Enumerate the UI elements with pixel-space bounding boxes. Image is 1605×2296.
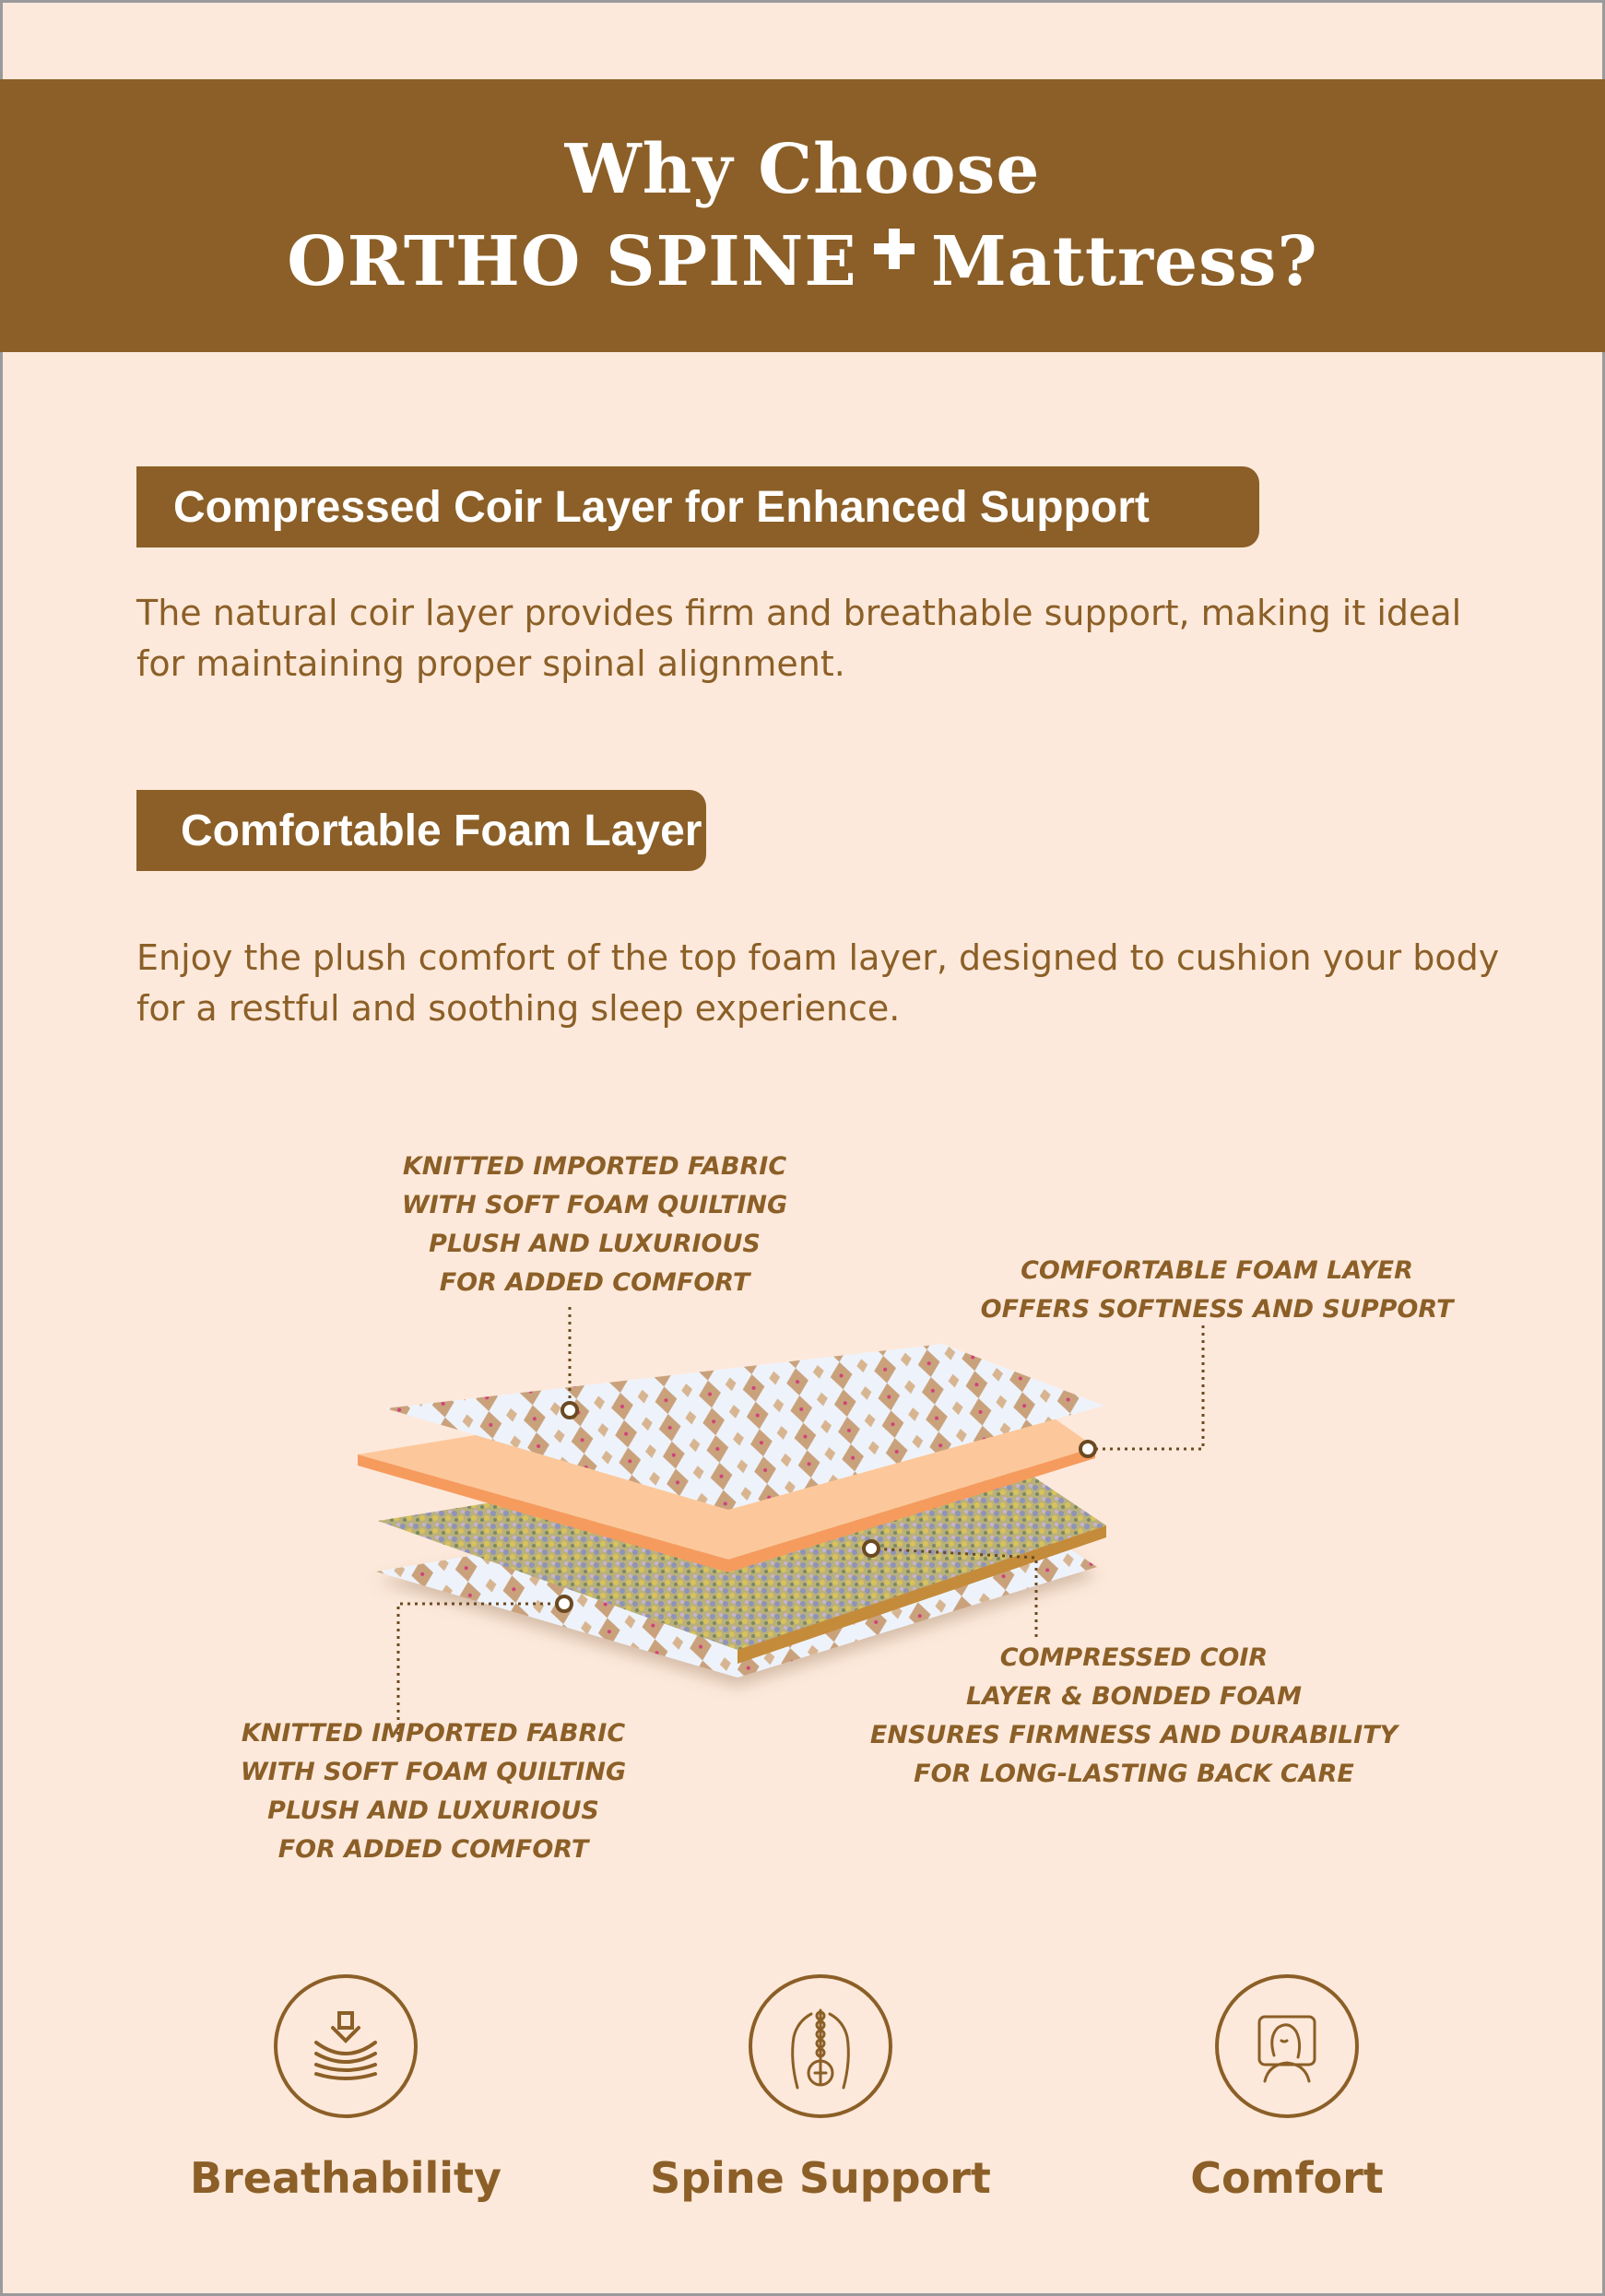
breathability-icon xyxy=(274,1974,418,2118)
text-line: for a restful and soothing sleep experie… xyxy=(136,988,901,1029)
feature-label: Breathability xyxy=(190,2153,502,2203)
section-text-coir: The natural coir layer provides firm and… xyxy=(136,588,1482,689)
coir-layer xyxy=(378,1427,1106,1650)
text-line: for maintaining proper spinal alignment. xyxy=(136,643,845,684)
foam-layer-left-edge xyxy=(358,1454,728,1572)
text-line: The natural coir layer provides firm and… xyxy=(136,593,1462,633)
section-tag-foam: Comfortable Foam Layer xyxy=(136,790,706,871)
callout-dot-coir xyxy=(862,1539,880,1558)
callout-line: ENSURES FIRMNESS AND DURABILITY xyxy=(869,1721,1398,1749)
callout-top-fabric: KNITTED IMPORTED FABRIC WITH SOFT FOAM Q… xyxy=(369,1148,820,1302)
feature-label: Comfort xyxy=(1190,2153,1384,2203)
callout-line: PLUSH AND LUXURIOUS xyxy=(429,1230,761,1258)
plus-icon xyxy=(873,229,915,269)
foam-layer xyxy=(358,1355,1095,1560)
callout-line: KNITTED IMPORTED FABRIC xyxy=(241,1719,626,1748)
feature-label: Spine Support xyxy=(650,2153,991,2203)
callout-line: FOR ADDED COMFORT xyxy=(277,1835,589,1864)
section-tag-coir: Compressed Coir Layer for Enhanced Suppo… xyxy=(136,466,1259,548)
callout-line: FOR ADDED COMFORT xyxy=(439,1268,750,1297)
top-fabric-layer xyxy=(385,1344,1104,1510)
header-title-line2: ORTHO SPINE Mattress? xyxy=(287,216,1318,308)
header-banner: Why Choose ORTHO SPINE Mattress? xyxy=(0,79,1605,352)
foam-layer-edge xyxy=(728,1447,1095,1572)
feature-comfort: Comfort xyxy=(1084,1974,1490,2203)
callout-coir-layer: COMPRESSED COIR LAYER & BONDED FOAM ENSU… xyxy=(867,1639,1401,1794)
section-text-foam: Enjoy the plush comfort of the top foam … xyxy=(136,933,1519,1034)
feature-breathability: Breathability xyxy=(143,1974,549,2203)
spine-icon xyxy=(749,1974,892,2118)
callout-dot-bottom xyxy=(555,1595,573,1613)
callout-line: COMPRESSED COIR xyxy=(999,1643,1269,1672)
brand-name: ORTHO SPINE xyxy=(287,222,857,301)
callout-line: WITH SOFT FOAM QUILTING xyxy=(401,1191,788,1219)
callout-dot-foam xyxy=(1079,1440,1097,1458)
callout-line: LAYER & BONDED FOAM xyxy=(965,1682,1303,1711)
header-title-line1: Why Choose xyxy=(564,130,1041,209)
sleeping-person-icon xyxy=(1215,1974,1359,2118)
header-suffix: Mattress? xyxy=(930,222,1318,301)
text-line: Enjoy the plush comfort of the top foam … xyxy=(136,937,1500,978)
callout-bottom-fabric: KNITTED IMPORTED FABRIC WITH SOFT FOAM Q… xyxy=(221,1714,645,1869)
callout-foam-layer: COMFORTABLE FOAM LAYER OFFERS SOFTNESS A… xyxy=(977,1252,1457,1329)
feature-spine-support: Spine Support xyxy=(618,1974,1023,2203)
callout-dot-top xyxy=(561,1401,579,1419)
callout-line: COMFORTABLE FOAM LAYER xyxy=(1021,1256,1413,1285)
callout-line: KNITTED IMPORTED FABRIC xyxy=(402,1152,787,1181)
callout-line: OFFERS SOFTNESS AND SUPPORT xyxy=(980,1295,1454,1324)
callout-line: PLUSH AND LUXURIOUS xyxy=(267,1796,599,1825)
callout-line: FOR LONG-LASTING BACK CARE xyxy=(914,1760,1354,1788)
callout-line: WITH SOFT FOAM QUILTING xyxy=(240,1758,627,1786)
